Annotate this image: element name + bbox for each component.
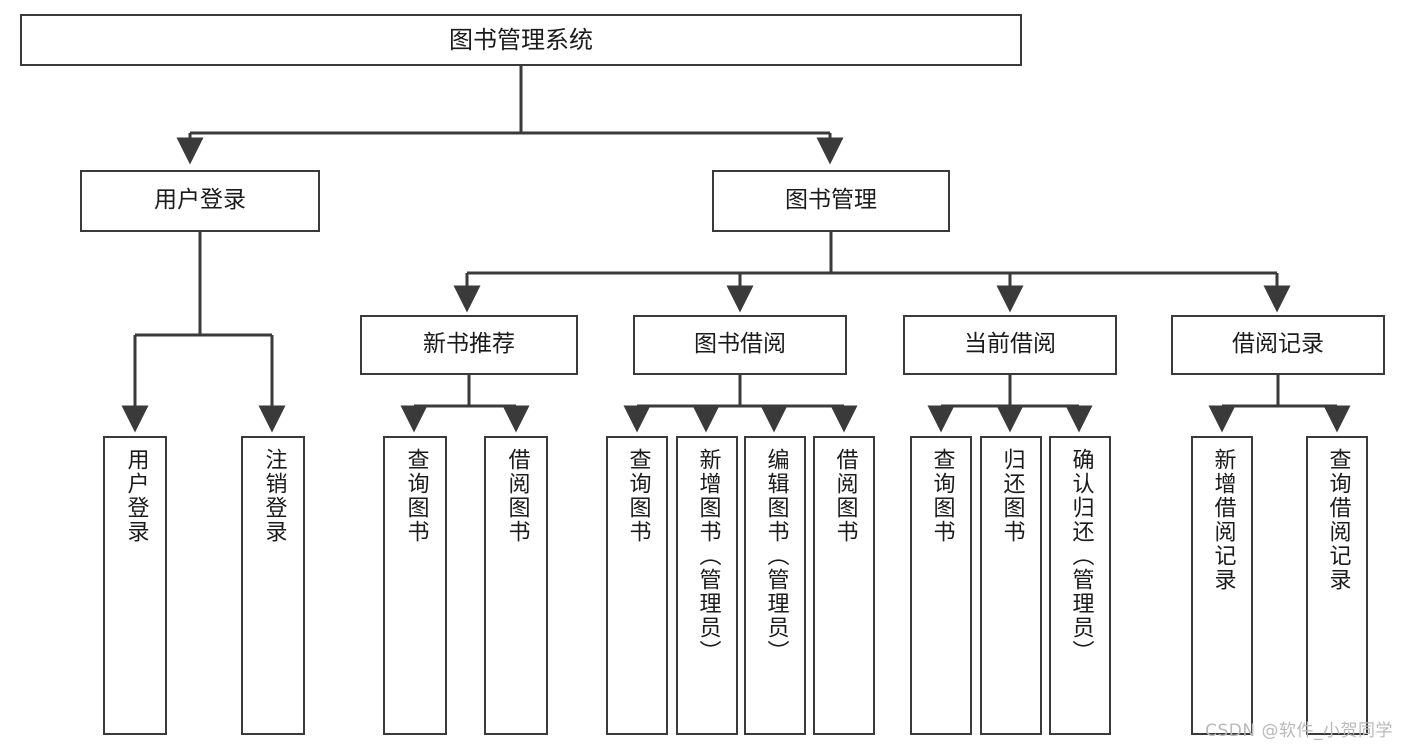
node-leaf-edit-book-label: 编辑图书（管理员） xyxy=(763,448,789,664)
node-book-manage-label: 图书管理 xyxy=(785,187,877,214)
node-leaf-add-record-label: 新增借阅记录 xyxy=(1210,448,1236,592)
node-root[interactable]: 图书管理系统 xyxy=(20,14,1022,66)
node-leaf-confirm-return[interactable]: 确认归还（管理员） xyxy=(1049,436,1111,735)
node-borrow-record-label: 借阅记录 xyxy=(1232,331,1324,358)
node-leaf-logout-label: 注销登录 xyxy=(261,448,287,544)
node-leaf-query-book-1-label: 查询图书 xyxy=(403,448,429,544)
node-new-book-recommend[interactable]: 新书推荐 xyxy=(360,315,578,375)
node-leaf-borrow-book-2[interactable]: 借阅图书 xyxy=(813,436,875,735)
node-leaf-return-book-label: 归还图书 xyxy=(999,448,1025,544)
node-leaf-add-record[interactable]: 新增借阅记录 xyxy=(1191,436,1253,735)
node-book-manage[interactable]: 图书管理 xyxy=(712,170,950,232)
node-leaf-borrow-book-2-label: 借阅图书 xyxy=(832,448,858,544)
node-leaf-query-book-3[interactable]: 查询图书 xyxy=(910,436,972,735)
node-leaf-return-book[interactable]: 归还图书 xyxy=(980,436,1042,735)
node-book-borrow-label: 图书借阅 xyxy=(694,331,786,358)
node-leaf-query-book-1[interactable]: 查询图书 xyxy=(383,436,447,735)
node-leaf-borrow-book-1-label: 借阅图书 xyxy=(504,448,530,544)
node-leaf-logout[interactable]: 注销登录 xyxy=(241,436,305,735)
node-new-book-recommend-label: 新书推荐 xyxy=(423,331,515,358)
node-leaf-query-record-label: 查询借阅记录 xyxy=(1325,448,1351,592)
node-root-label: 图书管理系统 xyxy=(449,25,593,54)
node-leaf-borrow-book-1[interactable]: 借阅图书 xyxy=(484,436,548,735)
node-leaf-query-book-2[interactable]: 查询图书 xyxy=(606,436,668,735)
node-leaf-query-book-2-label: 查询图书 xyxy=(625,448,651,544)
node-leaf-query-book-3-label: 查询图书 xyxy=(929,448,955,544)
node-leaf-edit-book[interactable]: 编辑图书（管理员） xyxy=(744,436,806,735)
node-user-login[interactable]: 用户登录 xyxy=(80,170,320,232)
node-leaf-query-record[interactable]: 查询借阅记录 xyxy=(1306,436,1368,735)
node-leaf-confirm-return-label: 确认归还（管理员） xyxy=(1068,448,1094,664)
node-leaf-user-login[interactable]: 用户登录 xyxy=(103,436,167,735)
node-borrow-record[interactable]: 借阅记录 xyxy=(1171,315,1385,375)
node-book-borrow[interactable]: 图书借阅 xyxy=(633,315,847,375)
node-current-borrow[interactable]: 当前借阅 xyxy=(903,315,1117,375)
node-current-borrow-label: 当前借阅 xyxy=(964,331,1056,358)
watermark-text: CSDN @软件_小贺同学 xyxy=(1205,721,1393,741)
node-leaf-user-login-label: 用户登录 xyxy=(123,448,149,544)
node-user-login-label: 用户登录 xyxy=(154,187,246,214)
node-leaf-add-book[interactable]: 新增图书（管理员） xyxy=(676,436,738,735)
node-leaf-add-book-label: 新增图书（管理员） xyxy=(695,448,721,664)
